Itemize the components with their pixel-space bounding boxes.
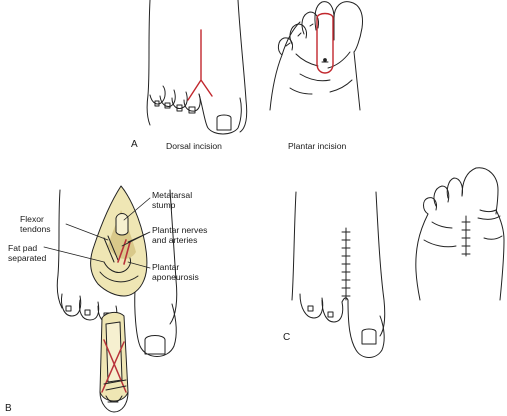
dissected-foot-drawing bbox=[56, 185, 178, 413]
plantar-foot-drawing bbox=[269, 1, 363, 111]
panel-b-letter: B bbox=[5, 403, 12, 414]
healed-dorsal-foot-drawing bbox=[291, 191, 386, 358]
healed-plantar-foot-drawing bbox=[415, 167, 505, 301]
leader-lines bbox=[43, 197, 151, 269]
label-metatarsal-stump: Metatarsal stump bbox=[152, 190, 193, 210]
label-plantar-nerves-arteries: Plantar nerves and arteries bbox=[152, 225, 208, 245]
dorsal-incision-line bbox=[187, 29, 213, 101]
label-flexor-tendons: Flexor tendons bbox=[20, 214, 51, 234]
plantar-incision-caption: Plantar incision bbox=[288, 141, 347, 151]
panel-c-letter: C bbox=[283, 332, 291, 343]
label-fat-pad-separated: Fat pad separated bbox=[8, 243, 47, 263]
plantar-incision-line bbox=[316, 12, 334, 74]
label-plantar-aponeurosis: Plantar aponeurosis bbox=[152, 262, 199, 282]
dorsal-incision-caption: Dorsal incision bbox=[166, 141, 222, 151]
dorsal-foot-drawing bbox=[146, 0, 248, 135]
panel-a-letter: A bbox=[131, 139, 138, 150]
